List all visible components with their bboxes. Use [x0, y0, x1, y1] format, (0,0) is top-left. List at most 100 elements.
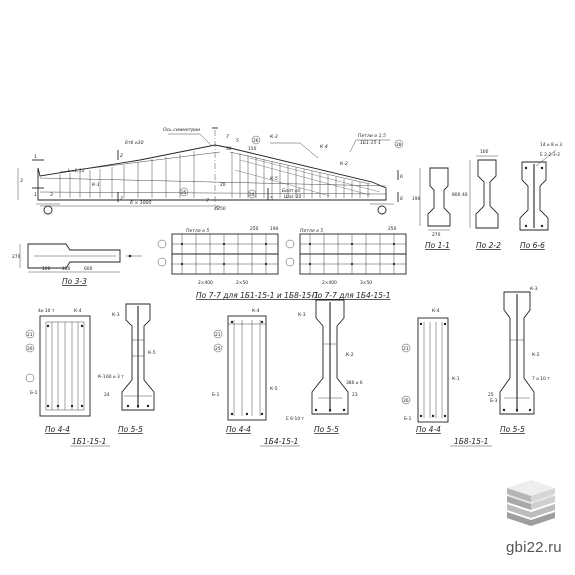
section-caption: По 5-5	[118, 425, 143, 434]
beam-label: 4850	[214, 206, 226, 212]
beam-label: К-1	[92, 182, 100, 188]
section-mark: 1	[34, 192, 37, 198]
bar-label: К-1	[452, 376, 460, 382]
beam-label: К-3	[270, 134, 278, 140]
beam-dim: 20	[220, 182, 226, 188]
callout-number: 25	[488, 392, 494, 398]
section-7-7-b: Петля ⌀ 5 2×400 3×50 250 По 7-7 для 1Б4-…	[285, 226, 407, 300]
beam-dim: 30	[226, 146, 232, 152]
callout-number: 21	[27, 332, 33, 338]
section-caption: По 5-5	[500, 425, 525, 434]
section-mark: 1	[34, 154, 37, 160]
group-1b4: К-4 К-5 Б-1 Е 6-10 т 21 25 По 4-4 К-3 К-…	[212, 299, 363, 447]
bar-label: К-1	[98, 374, 106, 380]
callout-number: 26	[253, 138, 259, 144]
bar-label: К-4	[74, 308, 82, 314]
dim-label: 270	[12, 254, 21, 260]
section-1-1: 270 190 800 По 1-1	[412, 167, 461, 250]
callout-number: 28	[396, 142, 402, 148]
dim-label: 100	[480, 149, 489, 155]
beam-label: Шаг 10	[284, 194, 302, 200]
section-caption: По 6-6	[520, 241, 545, 250]
bar-label: К-3	[112, 312, 120, 318]
beam-label: К-5	[270, 176, 278, 182]
callout-number: 25	[181, 190, 187, 196]
beam-label: 6тб ⌀30	[125, 140, 144, 146]
bar-label: Б-1	[30, 390, 38, 396]
callout-number: 21	[403, 346, 409, 352]
section-mark: 5	[270, 196, 273, 202]
callout-number: 21	[215, 332, 221, 338]
bar-label: К-3	[530, 286, 538, 292]
section-mark: 3	[20, 178, 23, 184]
bar-label: К-2	[346, 352, 354, 358]
section-6-6: 14 ⌀ 8 ⌀ 3 Е 2-2-3-2 По 6-6	[519, 142, 562, 250]
beam-label: 1Б1-15-1	[360, 140, 381, 146]
dim-label: 14 ⌀ 8 ⌀ 3	[540, 142, 562, 148]
beam-label: К-2	[340, 161, 348, 167]
bar-label: 4⌀ 10 т	[38, 308, 55, 314]
bar-label: 7 ⌀ 10 т	[532, 376, 550, 382]
bar-label: Б-1	[212, 392, 220, 398]
callout-number: 23	[352, 392, 358, 398]
axis-label: Ось симметрии	[163, 127, 200, 133]
group-name: 1Б8-15-1	[454, 437, 488, 446]
bar-label: К-4	[252, 308, 260, 314]
beam-label: Болт ⌀5	[282, 188, 301, 194]
section-caption: По 7-7 для 1Б1-15-1 и 1Б8-15-1	[196, 291, 319, 300]
dim-label: Петля ⌀ 5	[186, 228, 209, 234]
beam-label: L=1,12	[68, 168, 85, 174]
callout-number: 25	[215, 346, 221, 352]
section-caption: По 4-4	[45, 425, 70, 434]
section-mark: 5	[236, 138, 239, 144]
bar-label: К-3	[298, 312, 306, 318]
group-name: 1Б4-15-1	[264, 437, 298, 446]
section-caption: По 3-3	[62, 277, 87, 286]
dim-label: 190	[412, 196, 421, 202]
dim-label: 2×400	[322, 280, 337, 286]
section-2-2: 100 40 По 2-2	[462, 149, 501, 250]
bar-label: К-5	[148, 350, 156, 356]
dim-label: 40	[462, 192, 468, 198]
callout-circles	[179, 135, 404, 199]
section-3-3: 100 400 600 270 По 3-3	[12, 243, 142, 286]
section-caption: По 4-4	[226, 425, 251, 434]
section-mark: 6	[400, 174, 403, 180]
section-caption: По 5-5	[314, 425, 339, 434]
bar-label: 60 ⌀ 3 т	[106, 374, 124, 380]
beam-label: К-4	[320, 144, 328, 150]
dim-label: 250	[250, 226, 259, 232]
bar-label: К-4	[432, 308, 440, 314]
dim-label: Петля ⌀ 5	[300, 228, 323, 234]
beam-label: Петли ⌀ 1,5	[358, 133, 386, 139]
group-name: 1Б1-15-1	[72, 437, 106, 446]
bar-label: Е 6-10 т	[286, 416, 305, 422]
bar-label: 380 ⌀ 6	[346, 380, 363, 386]
stacked-slabs-icon	[507, 480, 555, 526]
dim-label: 600	[84, 266, 93, 272]
beam-elevation: Ось симметрии 6тб ⌀30 L=1,12 6 × 1000 48…	[17, 127, 404, 215]
bar-label: Б-3	[490, 398, 498, 404]
section-caption: По 1-1	[425, 241, 450, 250]
callout-number: 26	[403, 398, 409, 404]
dim-label: 100	[42, 266, 51, 272]
dim-label: 2×400	[198, 280, 213, 286]
section-mark: 3	[50, 192, 53, 198]
group-1b1: К-4 К-1 Б-1 4⌀ 10 т 21 26 По 4-4 К-3 К-5…	[25, 303, 156, 447]
section-mark: 7	[226, 134, 229, 140]
bar-label: Б-1	[404, 416, 412, 422]
beam-label: 6 × 1000	[130, 200, 151, 206]
dim-label: 3×50	[360, 280, 372, 286]
callout-number: 24	[249, 192, 255, 198]
dim-label: 270	[432, 232, 441, 238]
section-7-7-a: Петля ⌀ 5 2×400 2×50 190 250 По 7-7 для …	[157, 226, 319, 300]
bar-label: К-2	[532, 352, 540, 358]
section-mark: 7	[206, 198, 209, 204]
section-caption: По 7-7 для 1Б4-15-1	[312, 291, 391, 300]
dim-label: 250	[388, 226, 397, 232]
section-mark: 2	[120, 153, 123, 159]
dim-label: 2×50	[236, 280, 248, 286]
dim-label: 400	[62, 266, 71, 272]
callout-number: 24	[104, 392, 110, 398]
